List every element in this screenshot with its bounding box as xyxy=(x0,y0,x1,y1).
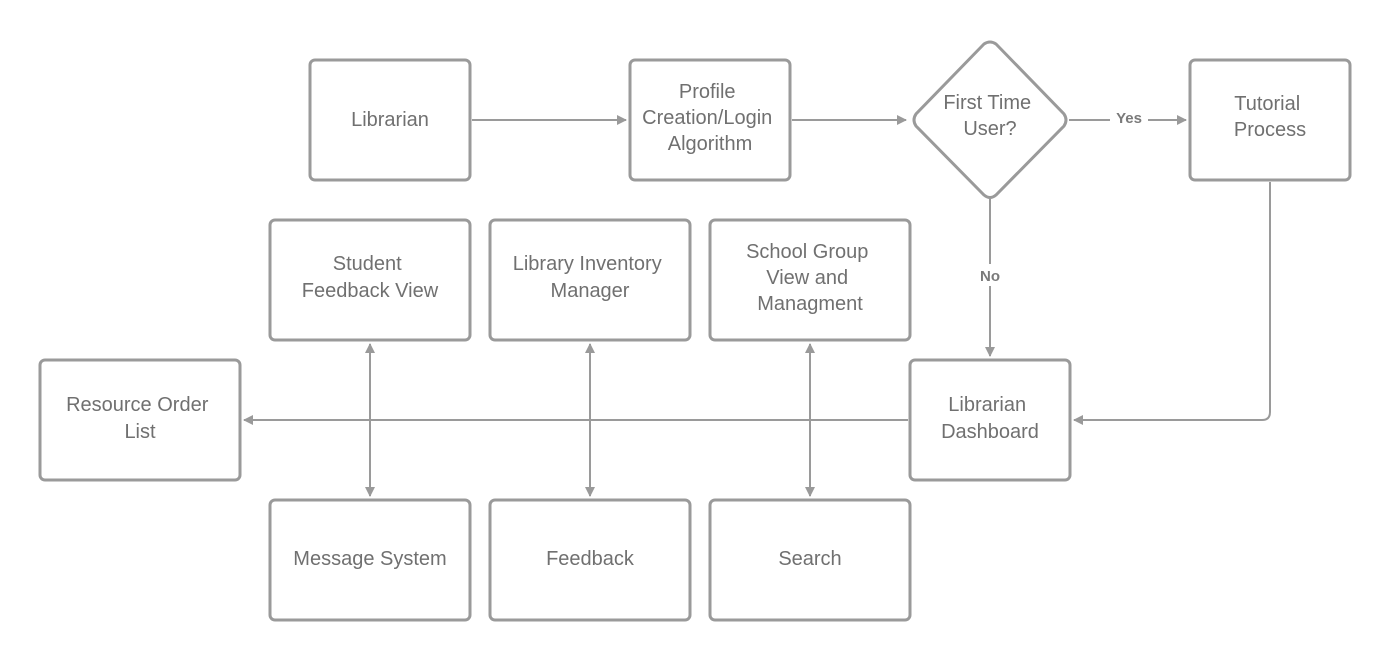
node-school-group-view-text: School Group View and Managment xyxy=(746,241,874,315)
edge-tutorial-to-dashboard xyxy=(1073,182,1271,425)
node-message-system-text: Message System xyxy=(293,548,446,570)
node-profile-login-text: Profile Creation/Login Algorithm xyxy=(642,81,778,155)
node-resource-order-list: Resource Order List xyxy=(38,358,242,482)
node-feedback: Feedback xyxy=(488,498,692,622)
node-tutorial-process: Tutorial Process xyxy=(1188,58,1352,182)
edges xyxy=(243,115,1271,497)
node-search-text: Search xyxy=(778,548,841,570)
node-librarian-dashboard: Librarian Dashboard xyxy=(908,358,1072,482)
node-tutorial-process-text: Tutorial Process xyxy=(1234,93,1306,141)
node-student-feedback-view-text: Student Feedback View xyxy=(302,253,439,302)
node-librarian-text: Librarian xyxy=(351,109,429,131)
node-first-time-user-text: First Time User? xyxy=(943,92,1036,140)
node-resource-order-list-text: Resource Order List xyxy=(66,394,214,443)
node-library-inventory-manager-text: Library Inventory Manager xyxy=(513,253,668,302)
node-librarian: Librarian xyxy=(308,58,472,182)
node-school-group-view: School Group View and Managment xyxy=(708,218,912,342)
edge-labels: Yes No xyxy=(974,108,1148,286)
node-feedback-text: Feedback xyxy=(546,548,635,570)
no-label: No xyxy=(980,268,1000,285)
yes-label: Yes xyxy=(1116,110,1142,127)
node-message-system: Message System xyxy=(268,498,472,622)
node-first-time-user-decision: First Time User? xyxy=(912,40,1068,199)
node-search: Search xyxy=(708,498,912,622)
node-student-feedback-view: Student Feedback View xyxy=(268,218,472,342)
node-library-inventory-manager: Library Inventory Manager xyxy=(488,218,692,342)
node-profile-login: Profile Creation/Login Algorithm xyxy=(628,58,792,182)
node-librarian-dashboard-text: Librarian Dashboard xyxy=(941,394,1039,443)
